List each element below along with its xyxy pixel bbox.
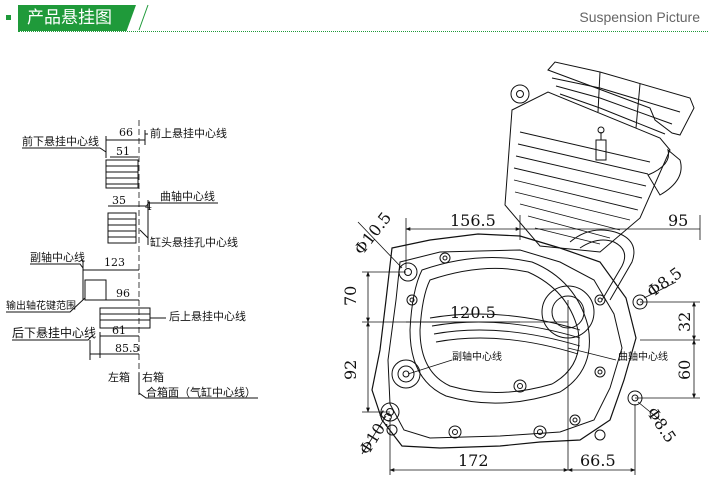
header-slash-icon	[138, 4, 149, 31]
dim-phi-10-5-top: Φ10.5	[350, 208, 395, 258]
section-subtitle: Suspension Picture	[579, 9, 700, 25]
dim-phi-8-5-lower: Φ8.5	[643, 404, 680, 447]
dim-120-5: 120.5	[450, 303, 496, 322]
section-title: 产品悬挂图	[18, 5, 136, 31]
engine-drawing	[371, 61, 695, 449]
dim-96: 96	[116, 287, 130, 300]
parting-plane-label: 合箱面（气缸中心线）	[146, 385, 256, 399]
dim-35: 35	[112, 194, 126, 207]
front-lower-label: 前下悬挂中心线	[22, 134, 99, 148]
output-spline-label: 输出轴花键范围	[6, 299, 76, 312]
header-bullet-icon	[6, 15, 11, 20]
dim-60: 60	[675, 360, 694, 380]
dim-66-5: 66.5	[580, 451, 616, 470]
crank-shaft-engine-label: 曲轴中心线	[618, 350, 668, 363]
left-case-label: 左箱	[108, 370, 130, 384]
dim-92: 92	[341, 360, 360, 380]
counter-shaft-engine-label: 副轴中心线	[452, 350, 502, 363]
dim-95: 95	[668, 211, 688, 230]
right-case-label: 右箱	[142, 370, 164, 384]
dim-70: 70	[341, 286, 360, 306]
dim-51: 51	[116, 145, 130, 158]
cyl-head-hole-label: 缸头悬挂孔中心线	[150, 235, 238, 249]
dim-phi-8-5-right: Φ8.5	[643, 263, 685, 301]
dim-85-5: 85.5	[115, 342, 140, 355]
dim-156-5: 156.5	[450, 211, 496, 230]
header-dotted-line	[18, 31, 708, 33]
left-diagram	[6, 120, 258, 399]
counter-shaft-label: 副轴中心线	[30, 250, 85, 264]
dim-172: 172	[458, 451, 489, 470]
dim-66: 66	[119, 126, 133, 139]
front-upper-label: 前上悬挂中心线	[150, 126, 227, 140]
dim-4: 4	[145, 200, 152, 213]
left-diagram-text: 前下悬挂中心线 前上悬挂中心线 66 51 曲轴中心线 35 4 缸头悬挂孔中心…	[6, 126, 256, 399]
engine-dimensions	[357, 215, 701, 475]
rear-upper-label: 后上悬挂中心线	[169, 309, 246, 323]
dim-32: 32	[675, 312, 694, 332]
dim-61: 61	[112, 324, 126, 337]
crank-center-label: 曲轴中心线	[160, 189, 215, 203]
dim-123: 123	[104, 256, 125, 269]
section-header: 产品悬挂图 Suspension Picture	[0, 0, 708, 34]
rear-lower-label: 后下悬挂中心线	[12, 325, 96, 340]
